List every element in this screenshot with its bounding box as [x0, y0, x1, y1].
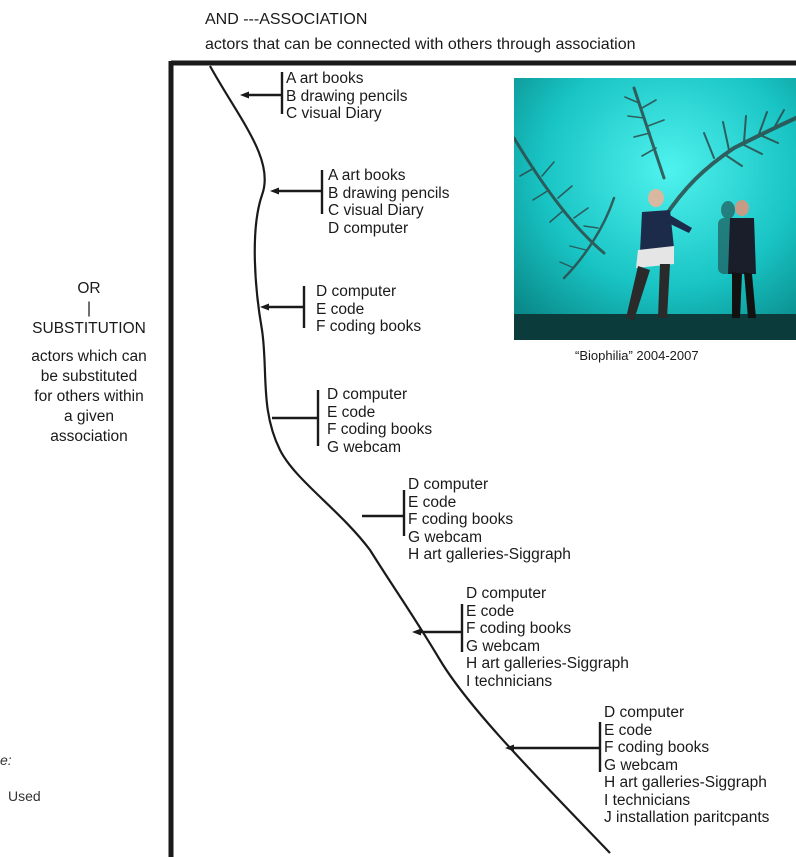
substitution-desc-1: actors which can — [31, 348, 147, 365]
photo-caption: “Biophilia” 2004-2007 — [575, 348, 699, 363]
group-7-item: D computer — [604, 704, 685, 721]
group-7: D computer E code F coding books G webca… — [604, 704, 769, 827]
curve-line — [209, 65, 611, 854]
group-6-item: H art galleries-Siggraph — [466, 655, 629, 672]
association-title: AND ---ASSOCIATION — [205, 11, 368, 28]
group-2: A art books B drawing pencils C visual D… — [328, 167, 449, 237]
arrowhead-2 — [270, 187, 279, 195]
group-7-item: G webcam — [604, 756, 679, 774]
left-column: OR | SUBSTITUTION actors which can be su… — [14, 279, 164, 447]
substitution-desc-2: be substituted — [40, 368, 138, 385]
group-7-item: F coding books — [604, 739, 710, 756]
group-4-item: G webcam — [327, 438, 402, 456]
group-1-item: B drawing pencils — [286, 87, 408, 105]
group-5-item: G webcam — [408, 528, 483, 546]
group-3-item: F coding books — [316, 318, 422, 335]
corner-note-used: Used — [8, 788, 41, 804]
group-3-item: D computer — [316, 283, 397, 300]
group-6-item: G webcam — [466, 637, 541, 655]
arrowhead-1 — [240, 91, 249, 99]
substitution-desc-4: a given — [64, 408, 114, 425]
group-7-item: J installation paritcpants — [604, 809, 770, 826]
group-6-item: F coding books — [466, 620, 572, 637]
group-6-item: E code — [466, 602, 515, 620]
biophilia-image — [514, 78, 796, 340]
group-2-item: C visual Diary — [328, 202, 424, 219]
or-bar: | — [86, 300, 92, 317]
substitution-label: SUBSTITUTION — [32, 320, 146, 337]
group-3: D computer E code F coding books — [316, 283, 421, 336]
group-5: D computer E code F coding books G webca… — [408, 476, 571, 564]
biophilia-photo — [514, 78, 796, 340]
group-7-item: H art galleries-Siggraph — [604, 774, 767, 791]
group-4: D computer E code F coding books G webca… — [327, 386, 432, 456]
group-5-item: E code — [408, 493, 457, 511]
group-4-item: F coding books — [327, 421, 433, 438]
connectors — [240, 72, 602, 772]
group-2-item: D computer — [328, 219, 409, 237]
group-7-item: E code — [604, 721, 653, 739]
or-label: OR — [77, 280, 101, 297]
group-6: D computer E code F coding books G webca… — [466, 585, 629, 690]
group-5-item: F coding books — [408, 511, 514, 528]
group-7-item: I technicians — [604, 791, 691, 809]
group-6-item: I technicians — [466, 672, 553, 690]
group-4-item: E code — [327, 403, 376, 421]
association-subtitle: actors that can be connected with others… — [205, 36, 636, 53]
arrowhead-6 — [412, 628, 421, 636]
group-1-item: A art books — [286, 70, 364, 87]
group-5-item: D computer — [408, 476, 489, 493]
group-3-item: E code — [316, 300, 365, 318]
group-4-item: D computer — [327, 386, 408, 403]
group-6-item: D computer — [466, 585, 547, 602]
group-1: A art books B drawing pencils C visual D… — [286, 70, 407, 123]
substitution-desc-5: association — [50, 428, 128, 445]
group-1-item: C visual Diary — [286, 105, 382, 122]
group-2-item: A art books — [328, 167, 406, 184]
arrowhead-3 — [260, 303, 269, 311]
group-5-item: H art galleries-Siggraph — [408, 546, 571, 563]
arrowhead-7 — [505, 744, 514, 752]
substitution-desc-3: for others within — [34, 388, 144, 405]
group-2-item: B drawing pencils — [328, 184, 450, 202]
corner-note-e: e: — [0, 752, 12, 768]
